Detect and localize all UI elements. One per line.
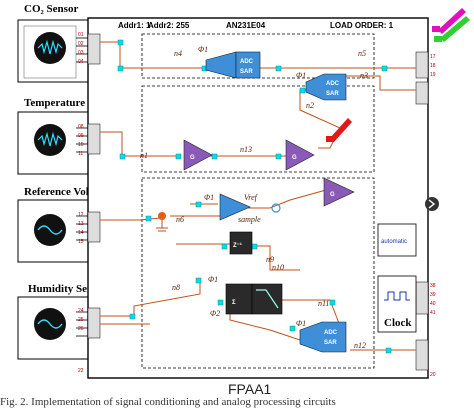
output-probe-icons xyxy=(432,8,470,42)
adc-sar-block-2: ADC SAR Φ1 xyxy=(296,71,347,101)
gain-label: G xyxy=(292,155,297,161)
pin-label: 04 xyxy=(78,59,84,65)
delay-label: Z⁻¹ xyxy=(233,242,242,249)
adc-label: ADC xyxy=(326,81,340,87)
net-label-n13: n13 xyxy=(240,145,252,154)
probe-icon xyxy=(326,118,352,142)
phi1-label: Φ1 xyxy=(198,45,208,54)
pin-label: 26 xyxy=(78,326,84,332)
addr2-label: Addr2: 255 xyxy=(148,21,190,30)
sar-label: SAR xyxy=(324,340,337,346)
pin-label: 39 xyxy=(430,292,436,298)
net-label-n9: n9 xyxy=(266,255,274,264)
adc-sar-block-1: ADC ADC SAR Φ1 xyxy=(198,45,261,79)
adc-sar-block-3: ADC SAR Φ1 xyxy=(296,319,347,353)
phi2-label: Φ2 xyxy=(210,309,220,318)
pin-label: 02 xyxy=(78,41,84,47)
adc-label: ADC xyxy=(240,59,254,65)
chip-name-label: AN231E04 xyxy=(226,21,266,30)
phi1-label: Φ1 xyxy=(204,193,214,202)
right-arrow-icon xyxy=(425,197,439,211)
net-label-n10: n10 xyxy=(272,263,284,272)
pin-label: 15 xyxy=(78,239,84,245)
sar-label: SAR xyxy=(240,69,253,75)
pin-label: 09 xyxy=(78,133,84,139)
sum-label: Σ xyxy=(232,300,236,306)
filter-block: Σ Φ1 Φ2 xyxy=(208,275,283,318)
signal-wires xyxy=(100,41,416,351)
adc-label: ADC xyxy=(324,330,338,336)
phi1-label: Φ1 xyxy=(296,319,306,328)
net-label-n11: n11 xyxy=(318,299,329,308)
vref-label: Vref xyxy=(244,193,259,202)
pin-label: 11 xyxy=(78,151,83,157)
clock-label: Clock xyxy=(384,317,412,329)
connection-nodes xyxy=(117,39,392,354)
phi1-label: Φ1 xyxy=(208,275,218,284)
gain-amp-3: G xyxy=(323,177,355,207)
clock-wave-icon xyxy=(384,291,410,301)
pin-label: 17 xyxy=(430,54,436,60)
ground-symbol xyxy=(156,212,168,232)
automatic-block: automatic xyxy=(377,223,417,257)
pin-label: 24 xyxy=(78,308,84,314)
pin-label: 08 xyxy=(78,124,84,130)
automatic-label: automatic xyxy=(381,239,407,245)
load-order-label: LOAD ORDER: 1 xyxy=(330,21,394,30)
net-label-n6: n6 xyxy=(176,215,184,224)
fpaa-circuit-diagram: CO₂ Sensor Temperature Sensor Reference … xyxy=(17,3,470,396)
sample-label: sample xyxy=(238,215,261,224)
pin-label: 03 xyxy=(78,50,84,56)
pin-label: 25 xyxy=(78,317,84,323)
phi1-label: Φ1 xyxy=(296,71,306,80)
pin-label: 22 xyxy=(78,368,84,374)
pin-label: 12 xyxy=(78,212,84,218)
co2-sensor-label: CO₂ Sensor xyxy=(24,3,78,15)
right-pins: 17 18 19 38 39 40 41 20 xyxy=(415,51,436,378)
sensor-wires xyxy=(76,37,88,337)
fpaa-label: FPAA1 xyxy=(228,381,272,396)
pin-label: 14 xyxy=(78,230,84,236)
addr1-label: Addr1: 1 xyxy=(118,21,151,30)
pin-label: 01 xyxy=(78,32,84,38)
net-label-n8: n8 xyxy=(172,283,180,292)
pin-label: 10 xyxy=(78,142,84,148)
sample-buffer-block: Vref sample Φ1 xyxy=(204,193,281,224)
net-label-n12: n12 xyxy=(354,341,366,350)
net-label-n5: n5 xyxy=(358,49,366,58)
clock-block: Clock xyxy=(377,275,417,333)
co2-sensor-block xyxy=(17,19,107,83)
net-label-n2: n2 xyxy=(306,101,314,110)
sar-label: SAR xyxy=(326,91,339,97)
pin-label: 41 xyxy=(430,310,436,316)
pin-label: 20 xyxy=(430,372,436,378)
gain-label: G xyxy=(190,155,195,161)
pin-label: 18 xyxy=(430,63,436,69)
pin-label: 40 xyxy=(430,301,436,307)
gain-amp-2: G xyxy=(285,139,315,171)
gain-amp-1: G xyxy=(183,139,213,171)
pin-label: 13 xyxy=(78,221,84,227)
net-label-n1: n1 xyxy=(140,151,148,160)
delay-block: Z⁻¹ xyxy=(229,231,253,255)
net-label-n3: n3 xyxy=(360,71,368,80)
gain-label: G xyxy=(330,192,335,198)
left-pins: 01 02 03 04 08 09 10 11 12 13 14 15 24 2… xyxy=(78,32,101,374)
pin-label: 19 xyxy=(430,72,436,78)
figure-caption: Fig. 2. Implementation of signal conditi… xyxy=(0,396,336,408)
pin-label: 38 xyxy=(430,283,436,289)
net-label-n4: n4 xyxy=(174,49,182,58)
